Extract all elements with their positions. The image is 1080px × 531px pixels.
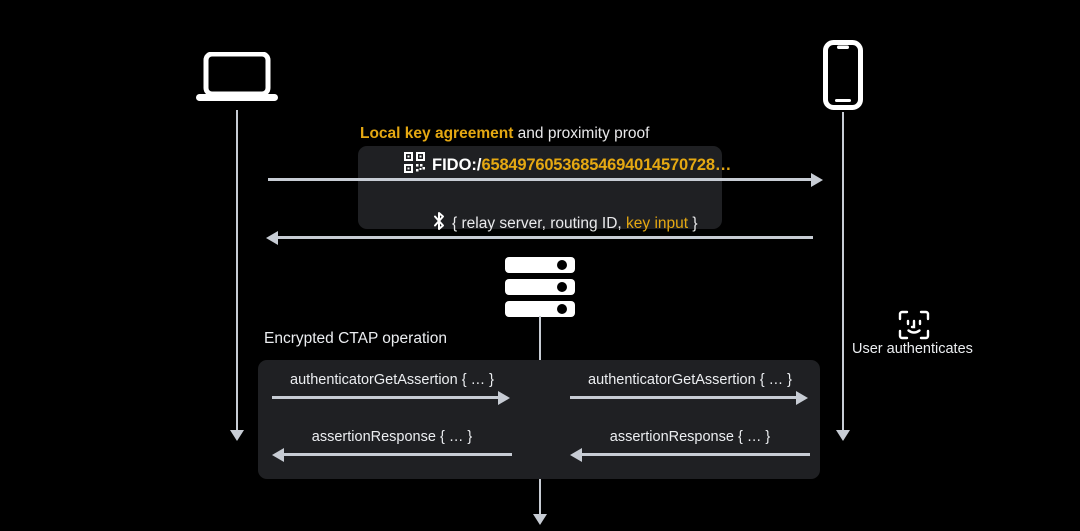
ctap-message-arrow-head — [796, 390, 808, 405]
server-icon — [505, 257, 575, 317]
ctap-message-arrow-head — [272, 447, 284, 462]
user-authenticates-caption: User authenticates — [852, 341, 973, 357]
local-title-rest: and proximity proof — [513, 125, 650, 142]
qr-code-icon — [404, 152, 425, 178]
bluetooth-icon — [432, 211, 446, 236]
ctap-message-line — [570, 396, 798, 399]
ctap-section-title: Encrypted CTAP operation — [264, 330, 447, 347]
qr-message-arrow-line — [268, 178, 813, 181]
bluetooth-highlight: key input — [626, 215, 689, 232]
qr-message-label: FIDO:/65849760536854694014570728… — [404, 152, 731, 178]
fido-code: 65849760536854694014570728… — [481, 156, 732, 174]
ctap-message-line — [582, 453, 810, 456]
ctap-message-arrow-head — [498, 390, 510, 405]
lifeline-phone-arrow — [836, 430, 850, 441]
ctap-message-label: assertionResponse { … } — [311, 429, 473, 445]
phone-icon — [823, 40, 863, 110]
lifeline-laptop — [236, 110, 238, 432]
face-id-icon — [898, 310, 930, 340]
lifeline-laptop-arrow — [230, 430, 244, 441]
bluetooth-prefix: { relay server, routing ID, — [452, 215, 627, 232]
ctap-message-line — [284, 453, 512, 456]
bluetooth-message-label: { relay server, routing ID, key input } — [432, 211, 698, 236]
fido-prefix: FIDO:/ — [432, 156, 482, 174]
bluetooth-suffix: } — [688, 215, 698, 232]
ctap-message-label: authenticatorGetAssertion { … } — [588, 372, 792, 388]
lifeline-server-arrow — [533, 514, 547, 525]
bluetooth-message-arrow-head — [266, 230, 278, 245]
laptop-icon — [196, 51, 278, 104]
ctap-message-arrow-head — [570, 447, 582, 462]
bluetooth-message-arrow-line — [278, 236, 813, 239]
qr-message-arrow-head — [811, 172, 823, 187]
ctap-message-label: authenticatorGetAssertion { … } — [290, 372, 494, 388]
ctap-message-label: assertionResponse { … } — [609, 429, 771, 445]
ctap-message-line — [272, 396, 500, 399]
local-section-title: Local key agreement and proximity proof — [360, 125, 649, 143]
local-title-highlight: Local key agreement — [360, 125, 514, 142]
ctap-panel — [258, 360, 820, 479]
lifeline-phone — [842, 112, 844, 432]
